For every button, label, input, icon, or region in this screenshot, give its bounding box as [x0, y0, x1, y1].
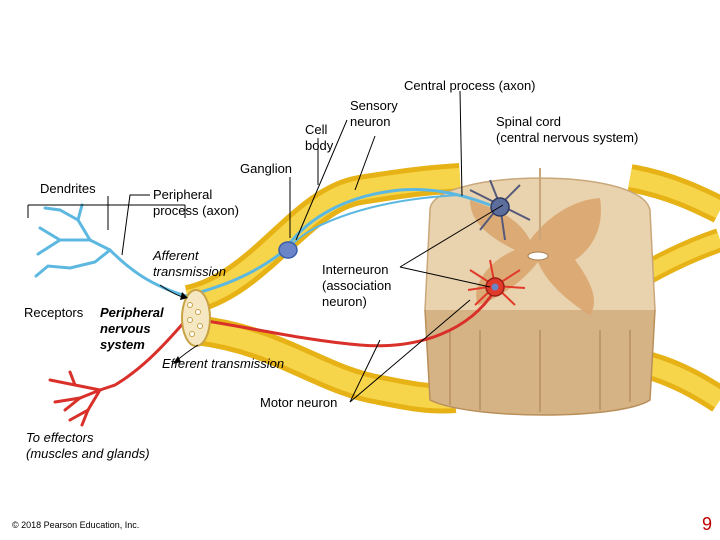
leader-lines: [27, 90, 504, 403]
effector-branches: [48, 318, 188, 427]
label-cell-body: Cell body: [305, 122, 334, 153]
label-afferent-transmission: Afferent transmission: [153, 248, 226, 279]
spinal-cord: [424, 168, 656, 416]
label-to-effectors: To effectors (muscles and glands): [26, 430, 150, 461]
motor-neuron-pathway: [185, 289, 497, 348]
label-dendrites: Dendrites: [40, 181, 96, 196]
label-ganglion: Ganglion: [240, 161, 293, 176]
label-motor-neuron: Motor neuron: [260, 395, 338, 410]
page-number: 9: [701, 514, 712, 534]
label-receptors: Receptors: [24, 305, 84, 320]
motor-neuron-cell: [467, 259, 526, 306]
label-peripheral-nervous-system: Peripheral nervous system: [100, 305, 164, 352]
label-efferent-transmission: Efferent transmission: [162, 356, 285, 371]
label-sensory-neuron: Sensory neuron: [350, 98, 398, 129]
copyright-notice: © 2018 Pearson Education, Inc.: [12, 520, 140, 530]
label-peripheral-process: Peripheral process (axon): [153, 187, 239, 218]
label-interneuron: Interneuron (association neuron): [322, 262, 392, 309]
dendrites: [34, 203, 188, 298]
label-spinal-cord: Spinal cord (central nervous system): [496, 114, 639, 145]
transmission-arrows: [159, 284, 199, 364]
ganglion-cell-body: [278, 241, 298, 259]
label-central-process: Central process (axon): [404, 78, 536, 93]
